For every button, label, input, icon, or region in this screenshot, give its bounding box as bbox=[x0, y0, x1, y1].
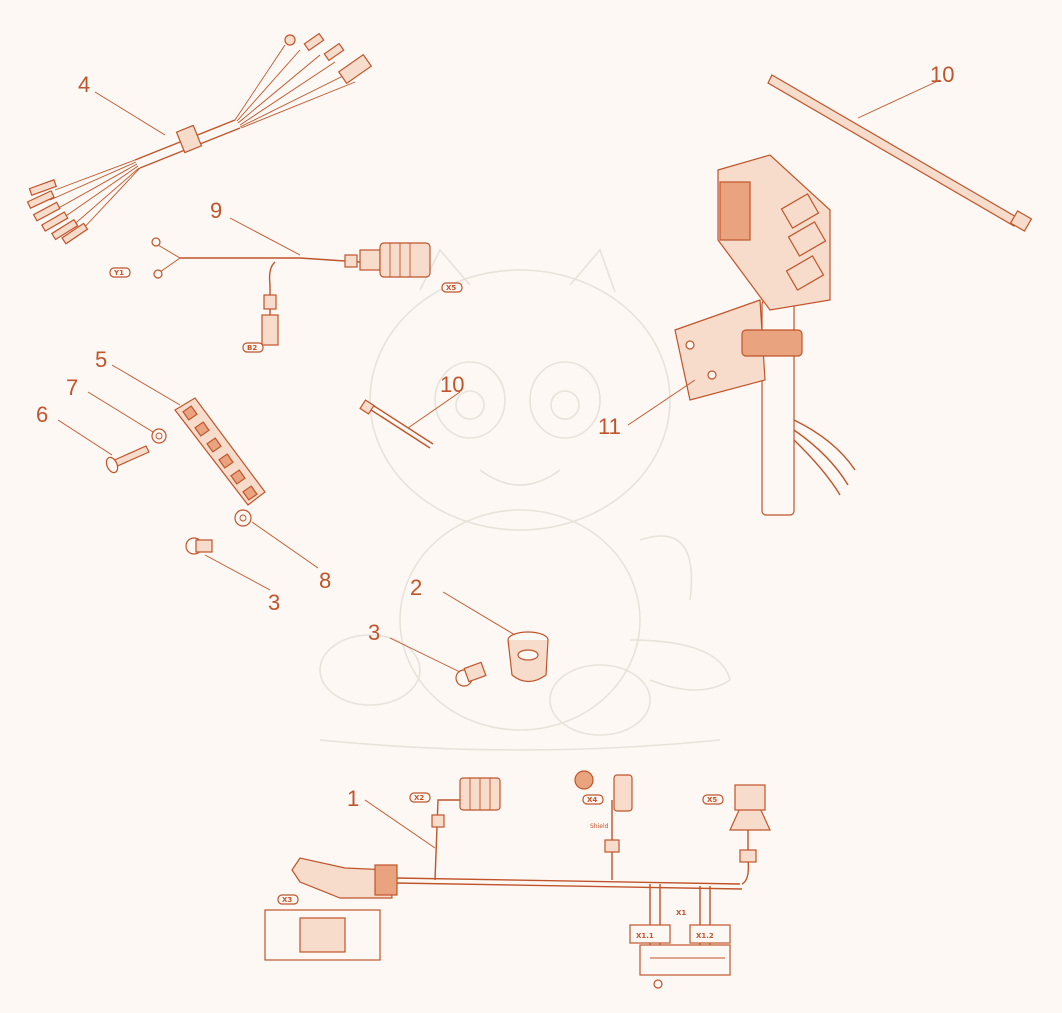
callout-9: 9 bbox=[210, 198, 222, 223]
tag-x5-top: X5 bbox=[446, 284, 456, 292]
leader-6 bbox=[57, 419, 113, 456]
tag-y1: Y1 bbox=[113, 269, 124, 277]
leader-9 bbox=[229, 217, 301, 256]
callout-2: 2 bbox=[410, 575, 422, 600]
leader-3b bbox=[389, 637, 461, 673]
callout-11: 11 bbox=[598, 414, 621, 439]
tag-x1-1: X1.1 bbox=[636, 932, 654, 940]
callout-3b: 3 bbox=[368, 620, 380, 645]
callout-4: 4 bbox=[78, 72, 90, 97]
part-9-sensor-cable bbox=[109, 237, 463, 353]
callout-1: 1 bbox=[347, 786, 359, 811]
tag-b2: B2 bbox=[247, 344, 257, 352]
leader-10b bbox=[407, 391, 461, 429]
part-3-bolt-b bbox=[455, 661, 487, 687]
tag-x1: X1 bbox=[676, 909, 686, 917]
leader-5 bbox=[111, 364, 181, 406]
part-3-bolt-a bbox=[185, 537, 213, 555]
part-1-main-harness bbox=[264, 770, 771, 989]
part-10-cable-tie-large bbox=[767, 74, 1033, 232]
part-4-wire-loom bbox=[26, 32, 373, 245]
part-6-screw bbox=[105, 445, 150, 474]
part-8-washer bbox=[234, 509, 252, 527]
callout-10a: 10 bbox=[930, 62, 954, 87]
part-2-grommet bbox=[507, 631, 549, 683]
leader-4 bbox=[94, 91, 166, 136]
leader-8 bbox=[251, 521, 319, 569]
callout-3a: 3 bbox=[268, 590, 280, 615]
leader-11 bbox=[627, 379, 696, 426]
callout-6: 6 bbox=[36, 402, 48, 427]
tag-x1-2: X1.2 bbox=[696, 932, 714, 940]
part-10-cable-tie-small bbox=[359, 399, 434, 449]
callout-10b: 10 bbox=[440, 372, 464, 397]
part-7-washer bbox=[151, 428, 167, 444]
tag-shield: Shield bbox=[590, 823, 609, 830]
callout-7: 7 bbox=[66, 375, 78, 400]
watermark-dragon bbox=[319, 248, 731, 751]
leader-7 bbox=[87, 391, 154, 433]
leader-1 bbox=[364, 799, 436, 849]
leader-2 bbox=[442, 591, 516, 636]
part-11-bracket-assembly bbox=[674, 154, 856, 516]
tag-x3: X3 bbox=[282, 896, 292, 904]
tag-x5-bottom: X5 bbox=[707, 796, 717, 804]
leader-3a bbox=[204, 554, 271, 591]
callout-8: 8 bbox=[319, 568, 331, 593]
part-5-terminal-block bbox=[174, 397, 266, 506]
leader-10a bbox=[857, 79, 941, 119]
callout-5: 5 bbox=[95, 347, 107, 372]
tag-x2: X2 bbox=[414, 794, 424, 802]
tag-x4: X4 bbox=[587, 796, 597, 804]
